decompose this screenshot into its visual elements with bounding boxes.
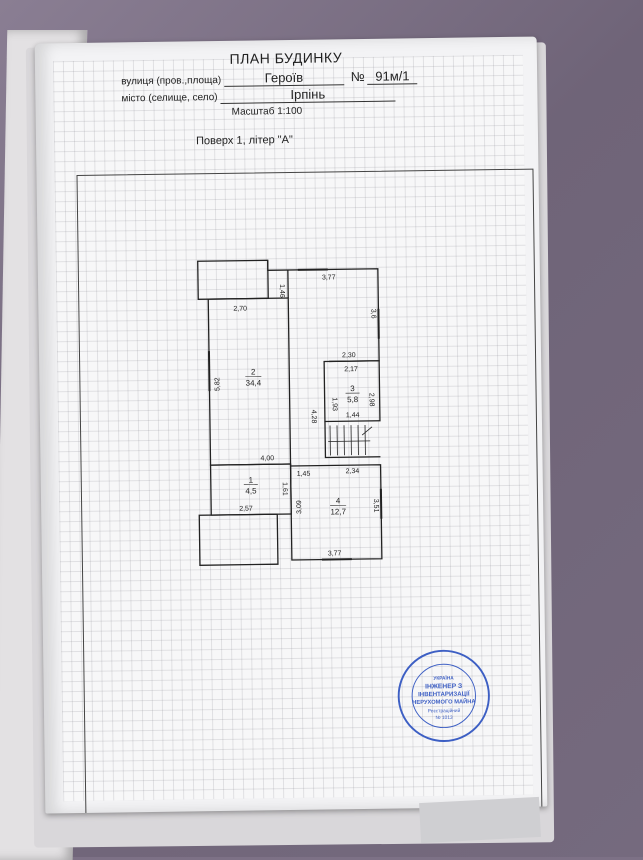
- stair-wall: [325, 421, 380, 458]
- paper-edge: [419, 797, 541, 843]
- porch-bottom: [199, 514, 278, 565]
- dim-room4-left: 3,09: [296, 500, 303, 514]
- room-4-area: 12,7: [330, 507, 346, 516]
- dim-center-vert: 4,28: [310, 410, 317, 424]
- number-label: №: [351, 69, 365, 84]
- floor-title: Поверх 1, літер "А": [196, 134, 293, 147]
- dim-mid-horiz: 2,30: [342, 352, 356, 359]
- dim-room4-bottom: 3,77: [328, 550, 342, 557]
- street-value: Героїв: [265, 70, 304, 86]
- room-2-number: 2: [251, 367, 256, 376]
- seal-line-4: НЕРУХОМОГО МАЙНА: [412, 697, 475, 706]
- porch-top: [198, 260, 269, 299]
- number-value: 91м/1: [367, 68, 417, 85]
- dim-right-top: 3,6: [369, 309, 376, 319]
- dim-top-wall: 3,77: [322, 274, 336, 281]
- room-3-area: 5,8: [347, 395, 359, 404]
- dim-small-horiz: 1,45: [297, 471, 311, 478]
- city-field: Ірпінь: [220, 86, 395, 104]
- dim-room3-bottom: 1,44: [346, 412, 360, 419]
- room-1-number: 1: [248, 476, 253, 485]
- street-label: вулиця (пров.,площа): [121, 75, 221, 87]
- dim-hall-top: 2,70: [233, 306, 247, 313]
- seal-line-2: ІНЖЕНЕР З: [425, 683, 462, 691]
- stairs: [328, 425, 372, 456]
- dim-hall-bottom: 4,00: [260, 455, 274, 462]
- city-label: місто (селище, село): [121, 92, 217, 104]
- dim-room4-top: 2,34: [346, 468, 360, 475]
- dim-room1-right: 1,61: [281, 482, 288, 496]
- seal-line-1: УКРАЇНА: [433, 674, 454, 681]
- document-page: ПЛАН БУДИНКУ вулиця (пров.,площа) Героїв…: [35, 37, 548, 814]
- dim-room3-top: 2,17: [344, 366, 358, 373]
- room-4-number: 4: [336, 496, 341, 505]
- city-value: Ірпінь: [290, 86, 325, 101]
- room-1-area: 4,5: [245, 486, 257, 495]
- room-3-number: 3: [350, 384, 355, 393]
- seal-line-3: ІНВЕНТАРИЗАЦІЇ: [418, 691, 470, 699]
- dim-room1-bottom: 2,57: [239, 506, 253, 513]
- street-field: Героїв: [224, 69, 344, 87]
- dim-left-vert: 5,82: [214, 377, 221, 391]
- dim-room4-right: 3,51: [372, 499, 379, 513]
- seal-line-6: № 1013: [436, 715, 454, 721]
- dim-room3-right: 2,98: [368, 393, 375, 407]
- floor-plan: 3,77 2,70 1,46 3,6 2,30 5,82 2,17 1,93 2…: [188, 248, 412, 571]
- dim-room3-left: 1,93: [331, 397, 338, 411]
- room-2-area: 34,4: [246, 378, 262, 387]
- dim-short-vert: 1,46: [278, 284, 285, 298]
- scale-text: Масштаб 1:100: [232, 106, 303, 118]
- seal-line-5: Реєстраційний: [428, 707, 461, 714]
- engineer-seal: УКРАЇНА ІНЖЕНЕР З ІНВЕНТАРИЗАЦІЇ НЕРУХОМ…: [395, 647, 492, 744]
